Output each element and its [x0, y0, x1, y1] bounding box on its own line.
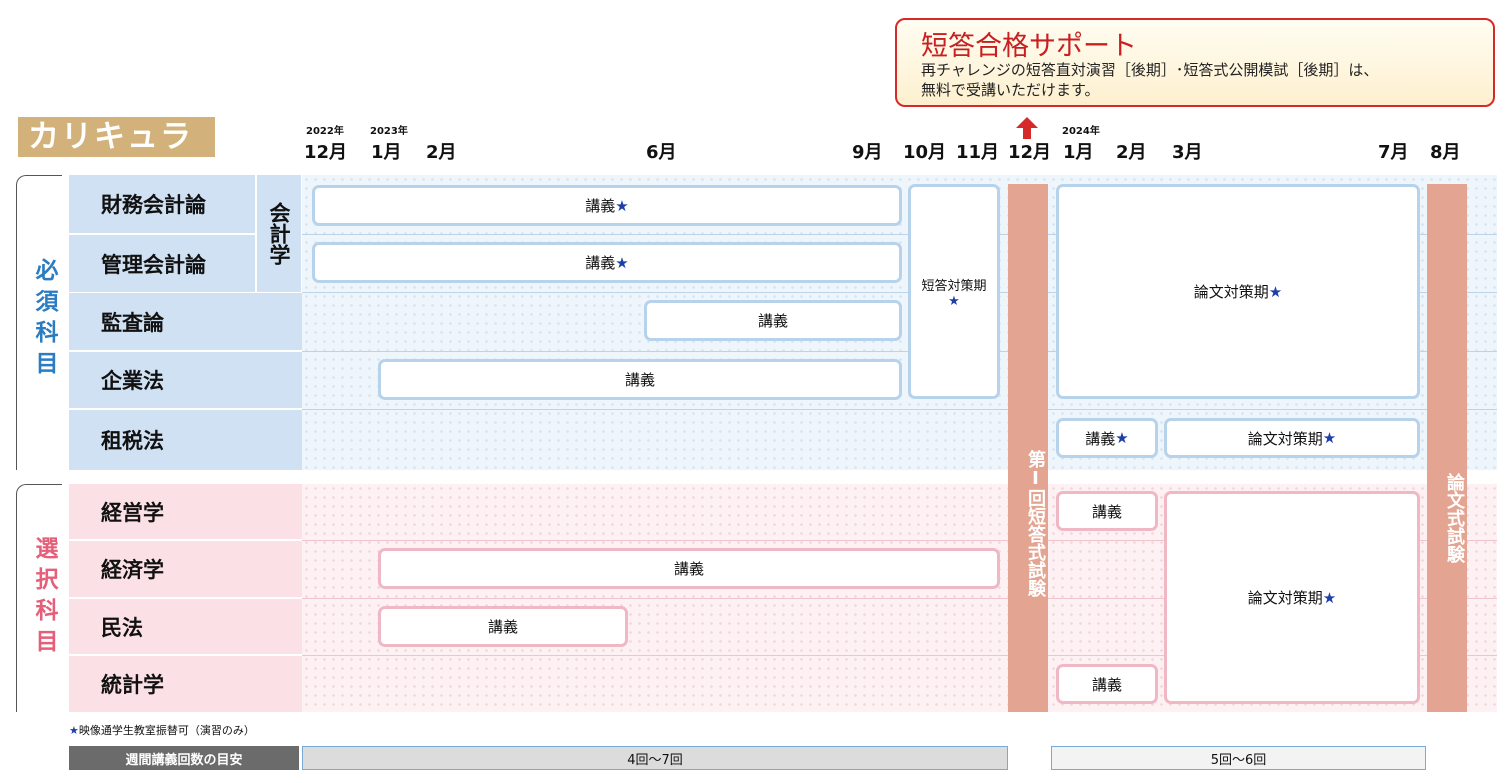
bar-label: 講義 — [1091, 502, 1122, 521]
month-label: 3月 — [1172, 142, 1203, 163]
star-icon: ★ — [948, 293, 960, 309]
bar-label: 講義 — [1085, 429, 1116, 448]
subject-civil-law: 民法 — [69, 599, 302, 654]
ronbun-exam-bar: 論文式試験 — [1427, 184, 1467, 712]
bar-label: 講義 — [585, 197, 616, 215]
required-bracket — [16, 175, 62, 470]
row-divider — [302, 292, 1497, 293]
star-icon: ★ — [1322, 429, 1337, 447]
row-divider — [302, 351, 1497, 352]
row-divider — [302, 655, 1497, 656]
month-label: 2月 — [426, 142, 457, 163]
month-label: 12月 — [304, 142, 348, 163]
month-label: 2月 — [1116, 142, 1147, 163]
elective-category-label: 選択科目 — [31, 536, 57, 660]
star-icon: ★ — [1115, 429, 1129, 447]
subject-business-admin: 経営学 — [69, 484, 302, 539]
lecture-bar: 講義★ — [1056, 418, 1158, 458]
month-label: 7月 — [1378, 142, 1409, 163]
support-line-2: 無料で受講いただけます。 — [921, 81, 1100, 99]
lecture-bar: 講義 — [378, 548, 1000, 589]
lecture-bar: 講義★ — [312, 242, 902, 283]
required-category-label: 必須科目 — [31, 258, 57, 382]
bar-label: 論文対策期 — [1193, 283, 1269, 301]
subject-statistics: 統計学 — [69, 656, 302, 712]
ronbun-period-bar: 論文対策期★ — [1164, 491, 1420, 704]
star-icon: ★ — [615, 253, 629, 272]
year-2023: 2023年 — [370, 126, 408, 137]
support-callout: 短答合格サポート 再チャレンジの短答直対演習［後期］･短答式公開模試［後期］は、… — [895, 18, 1495, 107]
subject-economics: 経済学 — [69, 541, 302, 597]
page-title: カリキュラム — [18, 117, 215, 195]
year-2022: 2022年 — [306, 126, 344, 137]
accounting-group-label: 会計学 — [255, 175, 301, 292]
bar-label: 論文対策期 — [1247, 589, 1323, 607]
support-heading: 短答合格サポート — [921, 31, 1137, 62]
footnote-text: 映像通学生教室振替可（演習のみ） — [78, 724, 255, 737]
row-divider — [302, 540, 1497, 541]
month-label: 1月 — [371, 142, 402, 163]
lecture-bar: 講義 — [644, 300, 902, 341]
bar-label: 講義 — [585, 254, 616, 272]
lecture-bar: 講義 — [378, 359, 902, 400]
lecture-bar: 講義★ — [312, 185, 902, 226]
month-label: 9月 — [852, 142, 883, 163]
ronbun-period-bar: 論文対策期★ — [1164, 418, 1420, 458]
ronbun-period-bar: 論文対策期★ — [1056, 184, 1420, 399]
bar-label: 短答対策期 — [921, 278, 987, 294]
subject-financial-accounting: 財務会計論 — [69, 175, 255, 233]
up-arrow-icon — [1016, 117, 1038, 139]
month-label: 10月 — [903, 142, 947, 163]
row-divider — [302, 598, 1497, 599]
bar-label: 論文対策期 — [1247, 429, 1323, 448]
lecture-bar: 講義 — [1056, 664, 1158, 704]
lecture-bar: 講義 — [378, 606, 628, 647]
row-divider — [302, 409, 1497, 410]
first-tanto-exam-bar: 第Ⅰ回短答式試験 — [1008, 184, 1048, 712]
year-2024: 2024年 — [1062, 126, 1100, 137]
row-divider — [302, 234, 1497, 235]
weekly-second-range: 5回〜6回 — [1051, 746, 1426, 770]
weekly-label: 週間講義回数の目安 — [69, 746, 299, 770]
month-label: 11月 — [956, 142, 1000, 163]
star-icon: ★ — [1268, 282, 1283, 301]
footnote: ★映像通学生教室振替可（演習のみ） — [69, 722, 255, 738]
support-text: 再チャレンジの短答直対演習［後期］･短答式公開模試［後期］は、 無料で受講いただ… — [921, 60, 1378, 100]
bar-label: 講義 — [487, 618, 518, 636]
subject-corporate-law: 企業法 — [69, 352, 302, 408]
month-label: 6月 — [646, 142, 677, 163]
weekly-first-range: 4回〜7回 — [302, 746, 1008, 770]
month-label: 12月 — [1008, 142, 1052, 163]
lecture-bar: 講義 — [1056, 491, 1158, 531]
subject-management-accounting: 管理会計論 — [69, 235, 255, 292]
star-icon: ★ — [69, 724, 79, 737]
bar-label: 講義 — [673, 560, 704, 578]
elective-bracket — [16, 484, 62, 712]
tanto-period-bar: 短答対策期★ — [908, 184, 1000, 399]
bar-label: 講義 — [1091, 675, 1122, 694]
month-label: 1月 — [1063, 142, 1094, 163]
month-label: 8月 — [1430, 142, 1461, 163]
support-line-1: 再チャレンジの短答直対演習［後期］･短答式公開模試［後期］は、 — [921, 61, 1379, 79]
subject-auditing: 監査論 — [69, 293, 302, 350]
star-icon: ★ — [615, 196, 629, 215]
star-icon: ★ — [1322, 588, 1337, 607]
bar-label: 講義 — [757, 312, 788, 330]
subject-tax-law: 租税法 — [69, 410, 302, 470]
bar-label: 講義 — [624, 371, 655, 389]
